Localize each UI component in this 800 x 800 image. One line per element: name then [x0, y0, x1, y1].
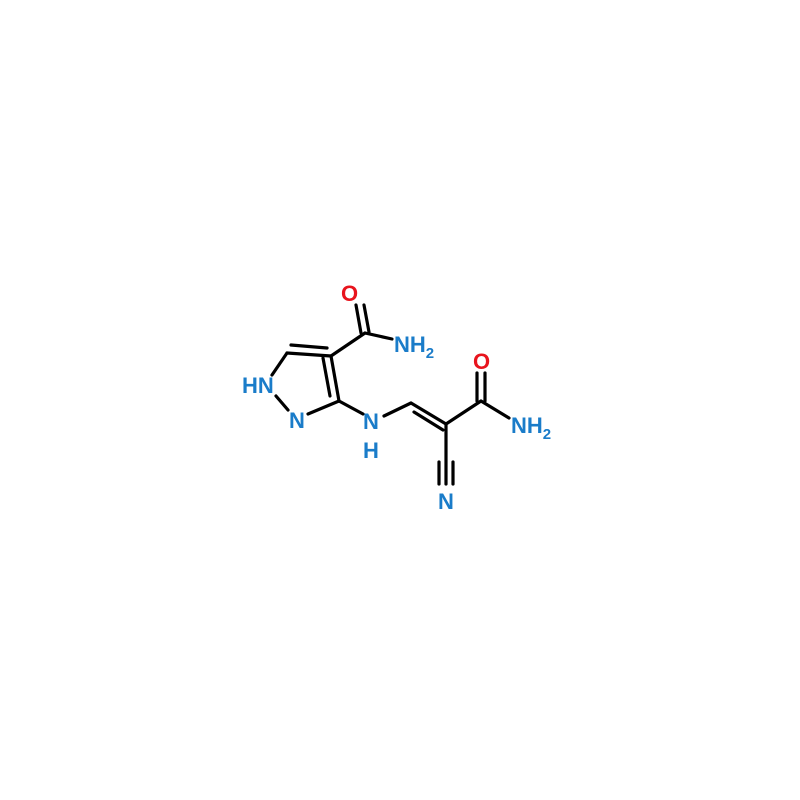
bond-c-amide1-o1 [354, 303, 363, 335]
atom-n-ring: N [289, 408, 305, 433]
bond-c5-c4-double [289, 343, 329, 350]
bond-c3-nh [337, 399, 365, 416]
bond-n2-c3 [306, 399, 341, 416]
bond-c-amide1-o1-double [362, 303, 371, 334]
bond-c3-c4 [329, 354, 341, 403]
bond-c-c-amide2 [444, 399, 483, 426]
bond-c4-c-amide1 [329, 331, 367, 358]
bond-c-amide2-n [479, 399, 511, 420]
atom-n-nitrile: N [438, 489, 454, 514]
atom-o2: O [473, 349, 490, 374]
atom-nh2-2-main: NH [511, 413, 543, 438]
bond-c5-n1 [270, 351, 289, 377]
bond-ch-c [409, 401, 448, 426]
atom-nh2-2: NH2 [511, 413, 551, 443]
atom-nh2-1: NH2 [394, 332, 434, 362]
bond-nh-ch [382, 401, 413, 418]
atom-o1: O [341, 281, 358, 306]
atom-nh2-1-main: NH [394, 332, 426, 357]
atom-hn-ring: HN [242, 373, 274, 398]
atom-nh-link-n: N [363, 409, 379, 434]
atom-nh2-2-sub: 2 [543, 426, 551, 443]
bond-c3-c4-double [321, 356, 332, 398]
bond-c5-c4 [285, 351, 333, 358]
atom-nh2-1-sub: 2 [426, 345, 434, 362]
atom-nh-link-h: H [363, 438, 379, 463]
bond-ch-c-double [412, 410, 445, 432]
bond-n1-n2 [274, 394, 290, 412]
bond-c-amide1-n [363, 331, 394, 341]
